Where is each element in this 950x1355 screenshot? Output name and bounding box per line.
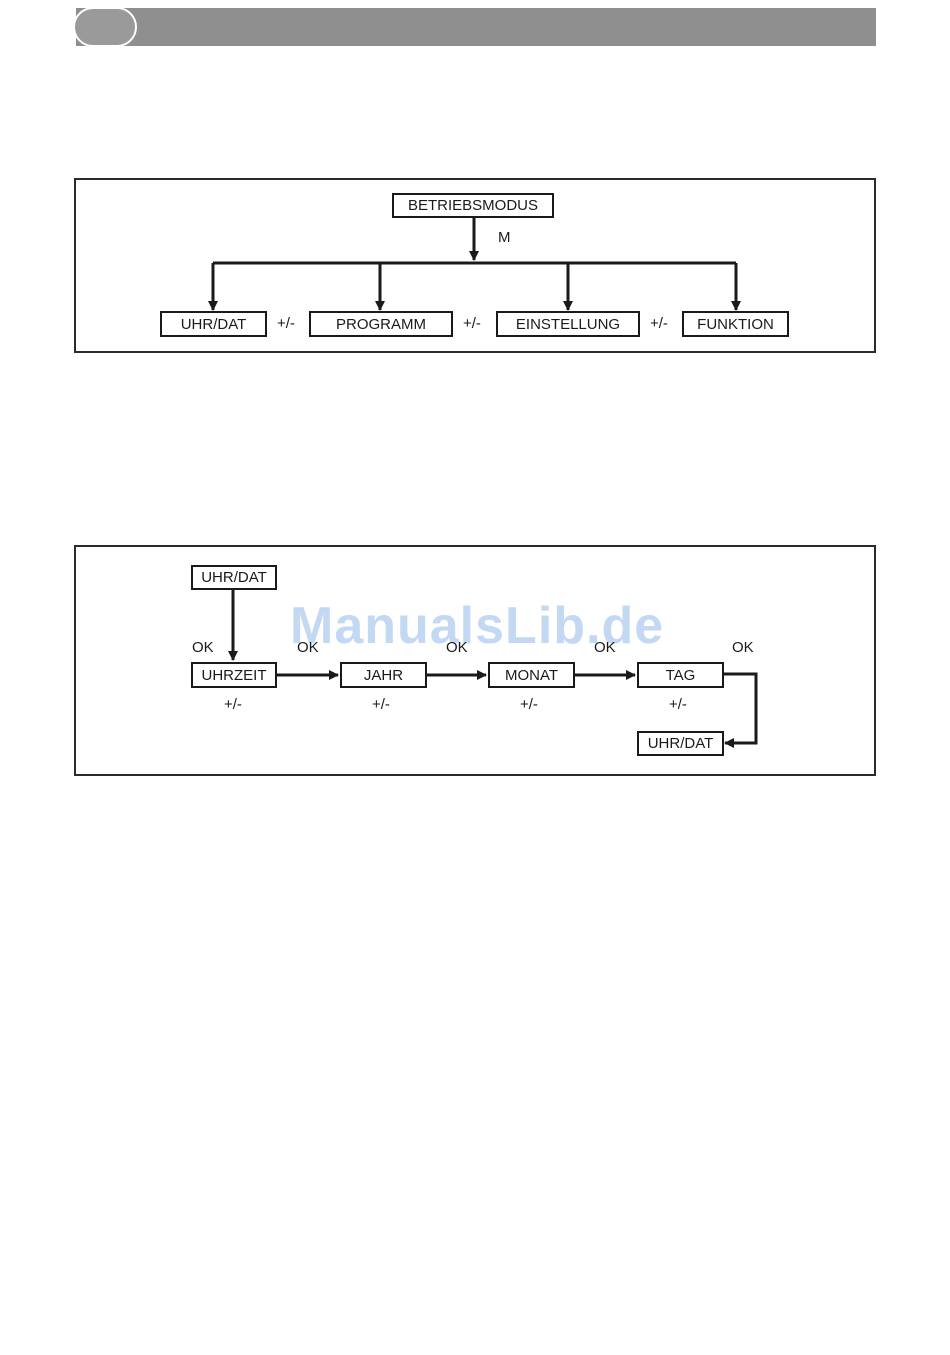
plus-minus-label: +/- [463,315,481,332]
box-end-uhr-dat: UHR/DAT [637,731,724,756]
box-monat: MONAT [488,662,575,688]
box-funktion: FUNKTION [682,311,789,337]
box-einstellung: EINSTELLUNG [496,311,640,337]
box-jahr: JAHR [340,662,427,688]
edge-label-m: M [498,229,511,246]
ok-label: OK [192,639,214,656]
ok-label: OK [446,639,468,656]
adjust-label: +/- [224,696,242,713]
box-tag: TAG [637,662,724,688]
ok-label: OK [732,639,754,656]
box-start-uhr-dat: UHR/DAT [191,565,277,590]
adjust-label: +/- [669,696,687,713]
adjust-label: +/- [520,696,538,713]
box-programm: PROGRAMM [309,311,453,337]
arrow-tag-to-end [723,674,756,743]
adjust-label: +/- [372,696,390,713]
box-betriebsmodus: BETRIEBSMODUS [392,193,554,218]
box-uhrzeit: UHRZEIT [191,662,277,688]
ok-label: OK [594,639,616,656]
plus-minus-label: +/- [650,315,668,332]
plus-minus-label: +/- [277,315,295,332]
box-uhr-dat: UHR/DAT [160,311,267,337]
ok-label: OK [297,639,319,656]
